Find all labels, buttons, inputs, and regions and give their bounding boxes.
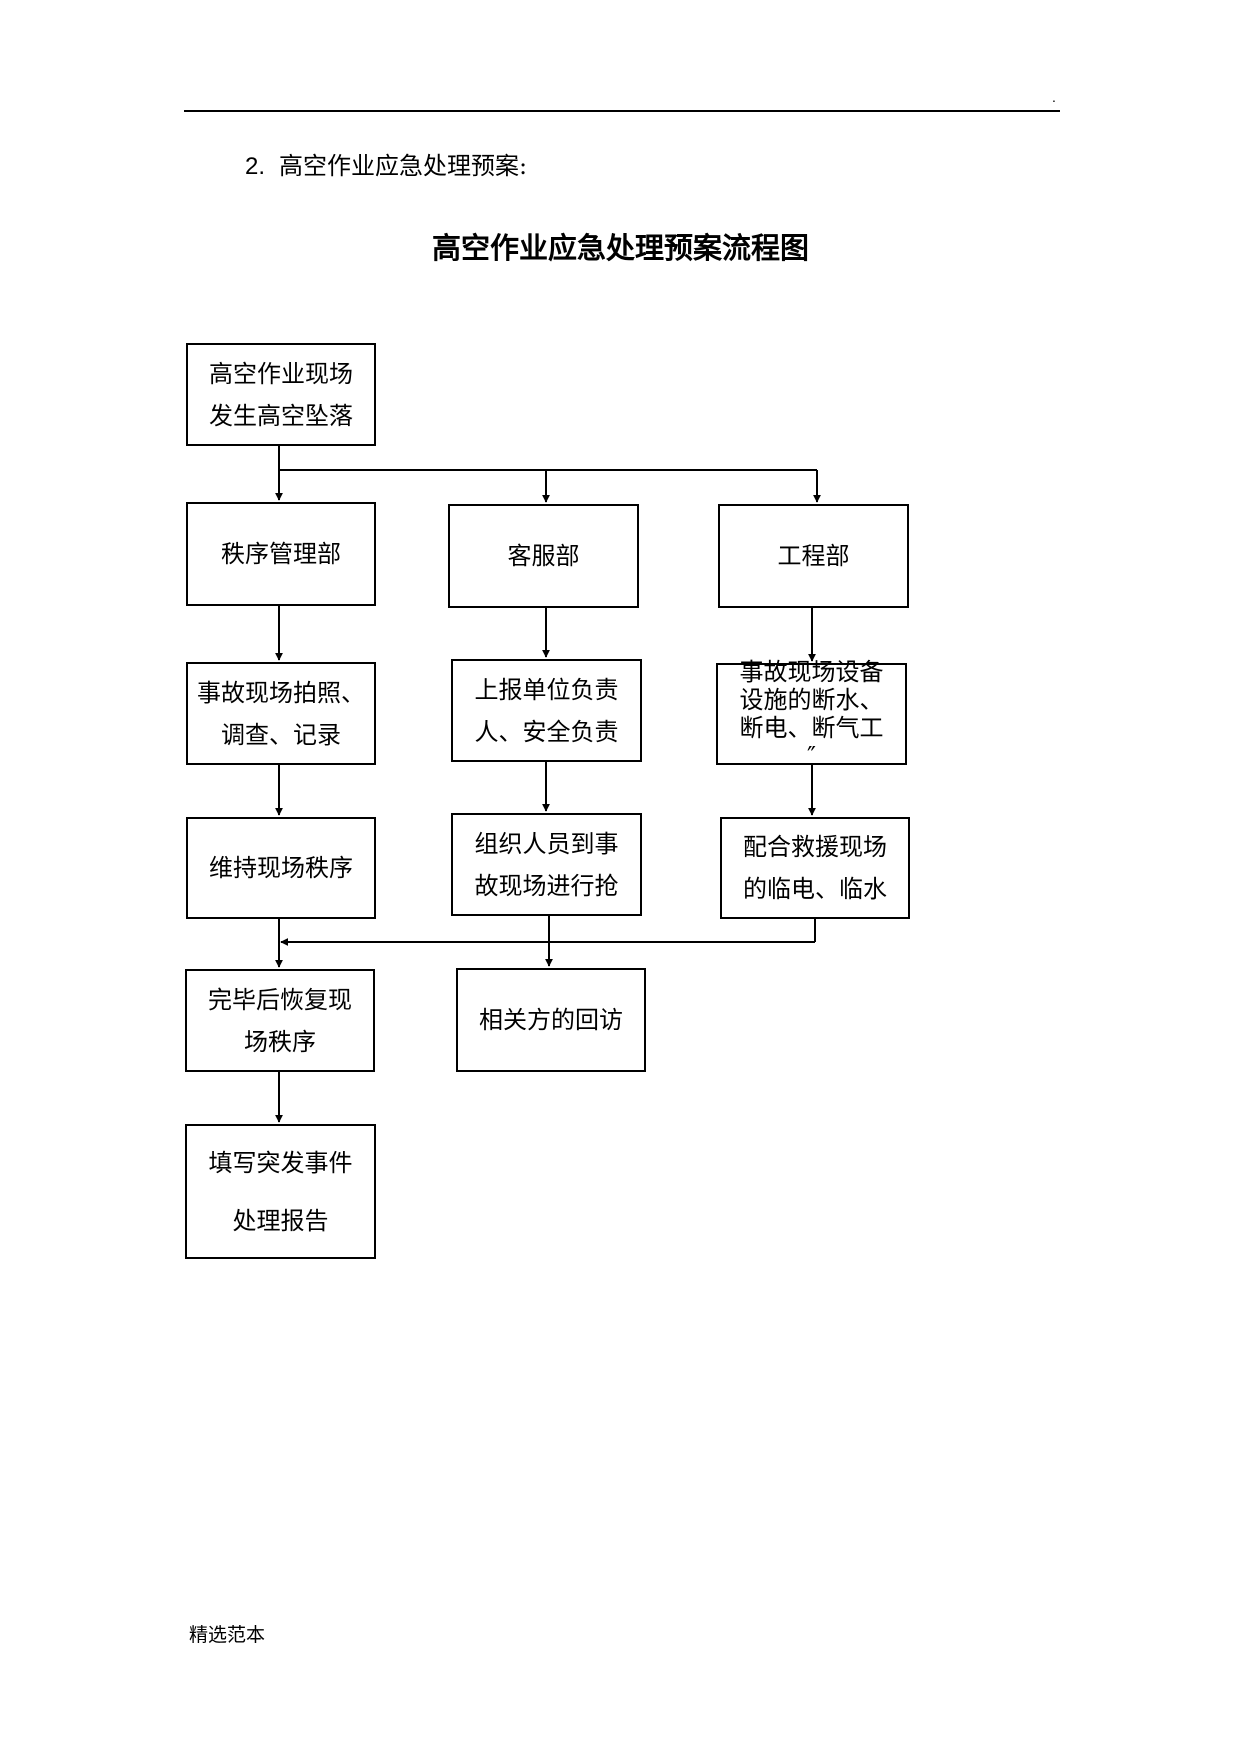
node-temp-power-water-text: 配合救援现场 的临电、临水: [743, 833, 887, 903]
node-organize-rescue-text: 组织人员到事 故现场进行抢: [474, 829, 619, 900]
node-follow-up-text: 相关方的回访: [479, 1006, 623, 1034]
node-keep-order-text: 维持现场秩序: [209, 854, 353, 882]
header-mark: .: [1052, 89, 1056, 105]
section-number: 2.: [245, 153, 266, 180]
node-keep-order: 维持现场秩序: [186, 817, 376, 919]
node-temp-power-water: 配合救援现场 的临电、临水: [720, 817, 910, 919]
header-rule: [184, 110, 1060, 112]
section-heading-text: 高空作业应急处理预案:: [279, 152, 528, 180]
node-photo-record-text: 事故现场拍照、 调查、记录: [197, 678, 365, 749]
node-start: 高空作业现场 发生高空坠落: [186, 343, 376, 446]
node-fill-report: 填写突发事件 处理报告: [185, 1124, 376, 1259]
section-heading: 2. 高空作业应急处理预案:: [245, 150, 527, 183]
node-photo-record: 事故现场拍照、 调查、记录: [186, 662, 376, 765]
node-restore-order: 完毕后恢复现 场秩序: [185, 969, 375, 1072]
node-organize-rescue: 组织人员到事 故现场进行抢: [451, 813, 642, 916]
node-report-leaders: 上报单位负责 人、安全负责: [451, 659, 642, 762]
node-service-dept-text: 客服部: [507, 542, 580, 570]
node-fill-report-text: 填写突发事件 处理报告: [208, 1148, 353, 1235]
node-engineering-dept: 工程部: [718, 504, 909, 608]
node-follow-up: 相关方的回访: [456, 968, 646, 1072]
node-start-text: 高空作业现场 发生高空坠落: [209, 359, 353, 430]
node-service-dept: 客服部: [448, 504, 639, 608]
node-engineering-dept-text: 工程部: [777, 542, 850, 570]
footer-text: 精选范本: [189, 1624, 266, 1646]
node-order-dept-text: 秩序管理部: [221, 540, 341, 568]
node-restore-order-text: 完毕后恢复现 场秩序: [208, 985, 352, 1056]
node-cut-utilities: 事故现场设备 设施的断水、 断电、断气工 ″: [716, 658, 907, 770]
node-report-leaders-text: 上报单位负责 人、安全负责: [474, 675, 619, 746]
node-cut-utilities-text: 事故现场设备 设施的断水、 断电、断气工 ″: [739, 658, 884, 770]
flowchart-title: 高空作业应急处理预案流程图: [431, 231, 809, 265]
node-order-dept: 秩序管理部: [186, 502, 376, 606]
